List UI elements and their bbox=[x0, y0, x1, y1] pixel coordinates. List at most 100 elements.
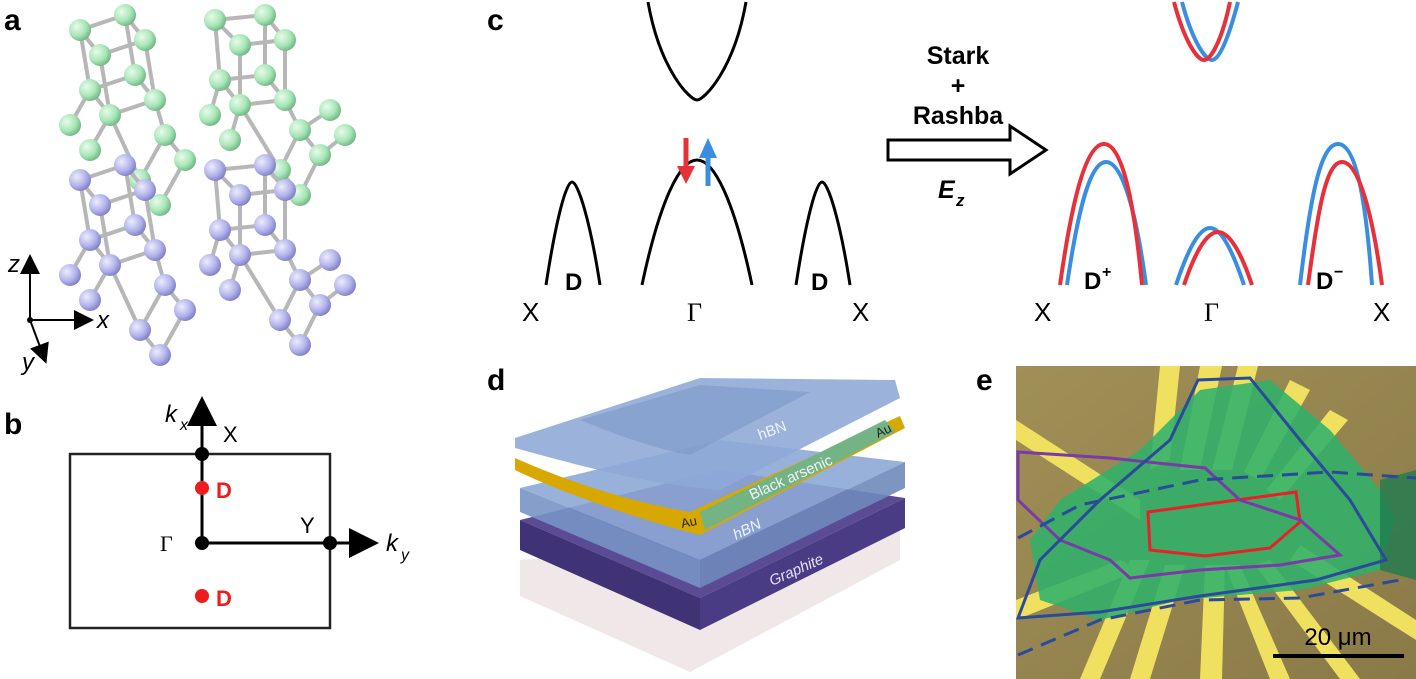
top-layer-atom bbox=[254, 64, 276, 86]
panel-label-b: b bbox=[4, 408, 23, 441]
y-point-label: Y bbox=[300, 513, 315, 538]
bottom-layer-atom bbox=[209, 219, 231, 241]
au-right-label: Au bbox=[873, 420, 894, 440]
kx-subscript: x bbox=[179, 417, 189, 434]
top-layer-atom bbox=[229, 94, 251, 116]
gamma-point-label: Γ bbox=[160, 531, 173, 556]
kx-label: k bbox=[165, 401, 179, 428]
valley-d-minus-label: D bbox=[1316, 268, 1333, 295]
bottom-hbn-outline bbox=[1017, 470, 1416, 657]
top-layer-atom bbox=[319, 99, 341, 121]
valley-d-bottom-dot bbox=[195, 589, 209, 603]
brillouin-zone: k x k y X Y Γ D D bbox=[68, 396, 410, 630]
top-layer-atom bbox=[59, 114, 81, 136]
field-label: E bbox=[938, 176, 956, 204]
y-point-dot bbox=[323, 536, 337, 550]
valley-d-top-label: D bbox=[216, 478, 232, 503]
black-arsenic-outline bbox=[1146, 490, 1302, 558]
crystal-structure-illustration bbox=[59, 4, 356, 366]
stark-label: Stark bbox=[927, 42, 990, 70]
bottom-layer-atom bbox=[254, 214, 276, 236]
valley-d-minus-superscript: − bbox=[1334, 264, 1343, 281]
bottom-layer-atom bbox=[129, 319, 151, 341]
bottom-layer-atom bbox=[289, 334, 311, 356]
gamma-label: Γ bbox=[687, 298, 702, 327]
bottom-layer-atom bbox=[229, 184, 251, 206]
valley-d-plus-label: D bbox=[1084, 268, 1101, 295]
bottom-layer-atom bbox=[274, 179, 296, 201]
black-arsenic-flake bbox=[700, 420, 895, 530]
top-layer-atom bbox=[289, 119, 311, 141]
top-layer-atom bbox=[274, 89, 296, 111]
bottom-layer-atom bbox=[204, 159, 226, 181]
coordinate-axes: z x y bbox=[7, 251, 110, 376]
top-layer-atom bbox=[149, 194, 171, 216]
valley-d-top-dot bbox=[195, 481, 209, 495]
bottom-layer-atom bbox=[79, 229, 101, 251]
top-layer-atom bbox=[124, 64, 146, 86]
axis-x-label: x bbox=[96, 307, 110, 334]
x-left-label-after: X bbox=[1034, 297, 1051, 327]
scale-bar-label: 20 μm bbox=[1304, 624, 1371, 651]
ky-label: k bbox=[386, 530, 400, 557]
band-structure-before: D D X Γ X bbox=[522, 1, 869, 327]
bottom-layer-atom bbox=[79, 289, 101, 311]
panel-label-c: c bbox=[487, 4, 504, 37]
gamma-label-after: Γ bbox=[1204, 298, 1219, 327]
bottom-layer-atom bbox=[199, 254, 221, 276]
bottom-layer-bond bbox=[108, 264, 142, 331]
bottom-layer-atom bbox=[124, 214, 146, 236]
bottom-layer-atom bbox=[59, 264, 81, 286]
field-subscript: z bbox=[955, 191, 965, 210]
top-layer-atom bbox=[69, 19, 91, 41]
bottom-layer-bond bbox=[238, 253, 282, 322]
bottom-layer-atom bbox=[114, 154, 136, 176]
device-schematic: hBN Au Black arsenic Au hBN Graphite bbox=[515, 378, 905, 672]
bottom-layer-atom bbox=[99, 254, 121, 276]
bottom-layer-atom bbox=[69, 169, 91, 191]
x-left-label: X bbox=[522, 297, 539, 327]
panel-label-d: d bbox=[487, 364, 506, 397]
top-layer-atom bbox=[134, 29, 156, 51]
bottom-layer-atom bbox=[89, 194, 111, 216]
x-right-label-after: X bbox=[1373, 297, 1390, 327]
ky-subscript: y bbox=[400, 547, 410, 564]
x-point-dot bbox=[195, 447, 209, 461]
top-layer-atom bbox=[219, 129, 241, 151]
top-layer-atom bbox=[254, 4, 276, 26]
stark-rashba-arrow: Stark + Rashba E z bbox=[886, 42, 1049, 210]
panel-label-e: e bbox=[976, 364, 993, 397]
bottom-layer-atom bbox=[319, 249, 341, 271]
rashba-label: Rashba bbox=[913, 102, 1004, 130]
plus-label: + bbox=[951, 72, 966, 100]
bottom-layer-atom bbox=[254, 154, 276, 176]
top-layer-atom bbox=[89, 44, 111, 66]
top-layer-atom bbox=[204, 9, 226, 31]
top-layer-atom bbox=[209, 69, 231, 91]
bottom-layer-atom bbox=[134, 179, 156, 201]
bottom-layer-atom bbox=[154, 274, 176, 296]
top-layer-atom bbox=[229, 34, 251, 56]
gamma-point-dot bbox=[195, 536, 209, 550]
panel-label-a: a bbox=[4, 4, 21, 37]
bottom-layer-atom bbox=[149, 344, 171, 366]
axis-y-label: y bbox=[20, 349, 36, 376]
top-layer-atom bbox=[309, 144, 331, 166]
bottom-layer-atom bbox=[334, 274, 356, 296]
valley-d-left-label: D bbox=[565, 269, 582, 296]
top-layer-atom bbox=[79, 139, 101, 161]
band-structure-after: D + D − X Γ X bbox=[1034, 1, 1390, 327]
bottom-layer-atom bbox=[274, 239, 296, 261]
top-layer-atom bbox=[114, 4, 136, 26]
valley-d-bottom-label: D bbox=[216, 586, 232, 611]
optical-micrograph: 20 μm bbox=[1015, 366, 1416, 679]
top-layer-atom bbox=[79, 79, 101, 101]
gold-contacts bbox=[515, 416, 905, 535]
bottom-layer-atom bbox=[219, 279, 241, 301]
top-layer-atom bbox=[174, 149, 196, 171]
top-layer-atom bbox=[199, 104, 221, 126]
au-left-label: Au bbox=[680, 513, 699, 531]
bottom-layer-atom bbox=[269, 309, 291, 331]
bottom-layer-atom bbox=[144, 239, 166, 261]
top-layer-atom bbox=[334, 124, 356, 146]
